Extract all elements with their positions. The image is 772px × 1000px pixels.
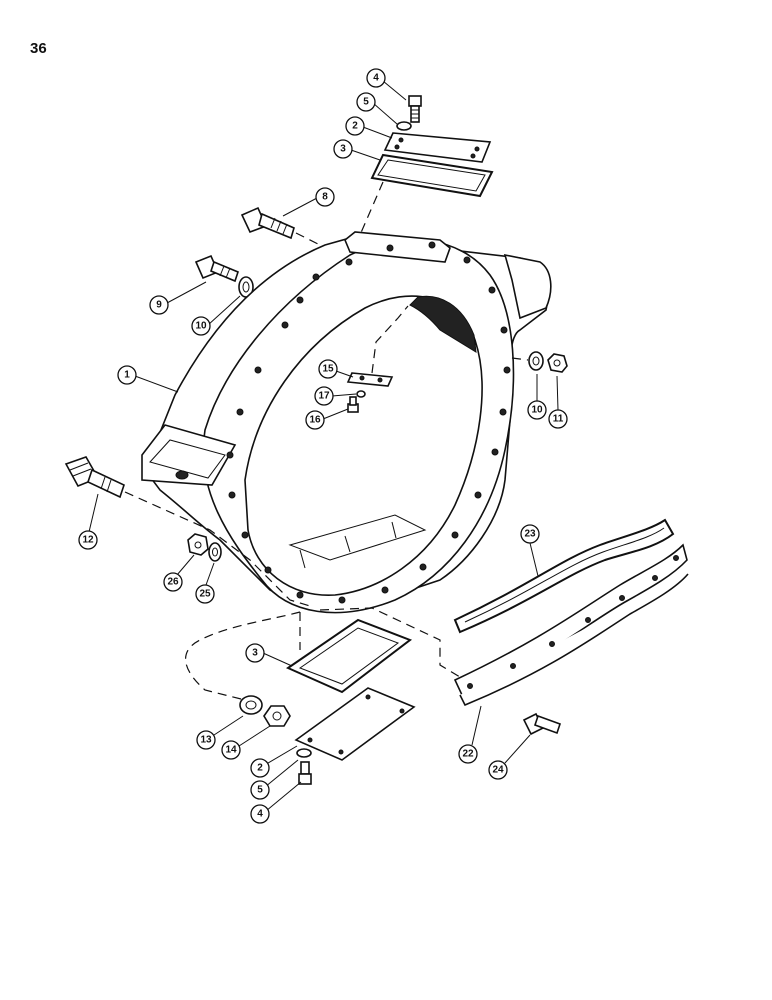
- callout-16: 16: [305, 410, 325, 430]
- flywheel-housing: [141, 231, 552, 614]
- svg-text:12: 12: [82, 535, 94, 546]
- callout-17: 17: [314, 386, 334, 406]
- svg-text:16: 16: [309, 415, 321, 426]
- bolt-16: [347, 396, 359, 413]
- bolt-8-alignment-line: [295, 232, 321, 246]
- callout-5-bottom: 5: [250, 780, 270, 800]
- nut-14: [263, 705, 291, 727]
- top-cover-alignment-line: [359, 181, 384, 236]
- svg-text:17: 17: [318, 391, 330, 402]
- svg-text:3: 3: [340, 144, 346, 155]
- leader-lines: [88, 80, 559, 812]
- pan-gasket-23: [453, 518, 675, 634]
- svg-text:15: 15: [322, 364, 334, 375]
- lower-cover-plate: [294, 687, 416, 761]
- callout-1: 1: [117, 365, 137, 385]
- svg-text:2: 2: [257, 763, 263, 774]
- callout-8: 8: [315, 187, 335, 207]
- bolt-24: [522, 712, 562, 736]
- callout-2-bottom: 2: [250, 758, 270, 778]
- stud-12-alignment-line: [124, 491, 311, 607]
- callout-5-top: 5: [356, 92, 376, 112]
- top-lock-washer: [396, 121, 412, 131]
- callout-4-top: 4: [366, 68, 386, 88]
- svg-text:14: 14: [225, 745, 237, 756]
- svg-text:4: 4: [373, 73, 379, 84]
- svg-text:24: 24: [492, 765, 504, 776]
- page-number: 36: [30, 40, 47, 57]
- lower-stud-alignment-line: [185, 611, 301, 701]
- bracket-15: [346, 372, 394, 387]
- callout-3-top: 3: [333, 139, 353, 159]
- callout-14: 14: [221, 740, 241, 760]
- bracket-15-alignment-line: [371, 305, 409, 374]
- pan-alignment-line: [319, 607, 466, 681]
- callout-12: 12: [78, 530, 98, 550]
- svg-text:5: 5: [363, 97, 369, 108]
- top-cover-plate: [383, 132, 492, 163]
- nut-11: [547, 353, 568, 373]
- callout-10-left: 10: [191, 316, 211, 336]
- lower-cover-bolt: [298, 761, 312, 785]
- svg-text:3: 3: [252, 648, 258, 659]
- svg-text:10: 10: [531, 405, 543, 416]
- svg-text:26: 26: [167, 577, 179, 588]
- callout-9: 9: [149, 295, 169, 315]
- callout-26: 26: [163, 572, 183, 592]
- callout-10-right: 10: [527, 400, 547, 420]
- svg-text:4: 4: [257, 809, 263, 820]
- callout-4-bottom: 4: [250, 804, 270, 824]
- svg-text:9: 9: [156, 300, 162, 311]
- lower-cover-gasket: [285, 618, 413, 694]
- bolt-9: [194, 254, 239, 283]
- svg-text:5: 5: [257, 785, 263, 796]
- washer-10-right: [528, 351, 544, 371]
- callout-24: 24: [488, 760, 508, 780]
- pan-22: [453, 543, 689, 707]
- callout-3-bottom: 3: [245, 643, 265, 663]
- svg-text:25: 25: [199, 589, 211, 600]
- callout-25: 25: [195, 584, 215, 604]
- top-cover-bolt: [408, 95, 422, 123]
- bolt-8: [240, 206, 295, 240]
- callout-23: 23: [520, 524, 540, 544]
- svg-text:8: 8: [322, 192, 328, 203]
- svg-text:23: 23: [524, 529, 536, 540]
- lower-lock-washer: [296, 748, 312, 758]
- svg-text:22: 22: [462, 749, 474, 760]
- svg-text:10: 10: [195, 321, 207, 332]
- flange-holes: [226, 241, 511, 604]
- nut-26: [187, 533, 209, 556]
- washer-17: [356, 390, 366, 398]
- svg-text:11: 11: [553, 414, 564, 425]
- svg-text:2: 2: [352, 121, 358, 132]
- callout-2-top: 2: [345, 116, 365, 136]
- washer-13: [239, 695, 263, 715]
- right-stud-alignment-line: [511, 357, 529, 361]
- callout-15: 15: [318, 359, 338, 379]
- callout-13: 13: [196, 730, 216, 750]
- svg-text:13: 13: [200, 735, 212, 746]
- washer-25: [208, 542, 222, 562]
- top-cover-gasket: [370, 153, 494, 198]
- callout-22: 22: [458, 744, 478, 764]
- stud-12: [64, 456, 125, 499]
- svg-text:1: 1: [124, 370, 130, 381]
- callout-11: 11: [548, 409, 568, 429]
